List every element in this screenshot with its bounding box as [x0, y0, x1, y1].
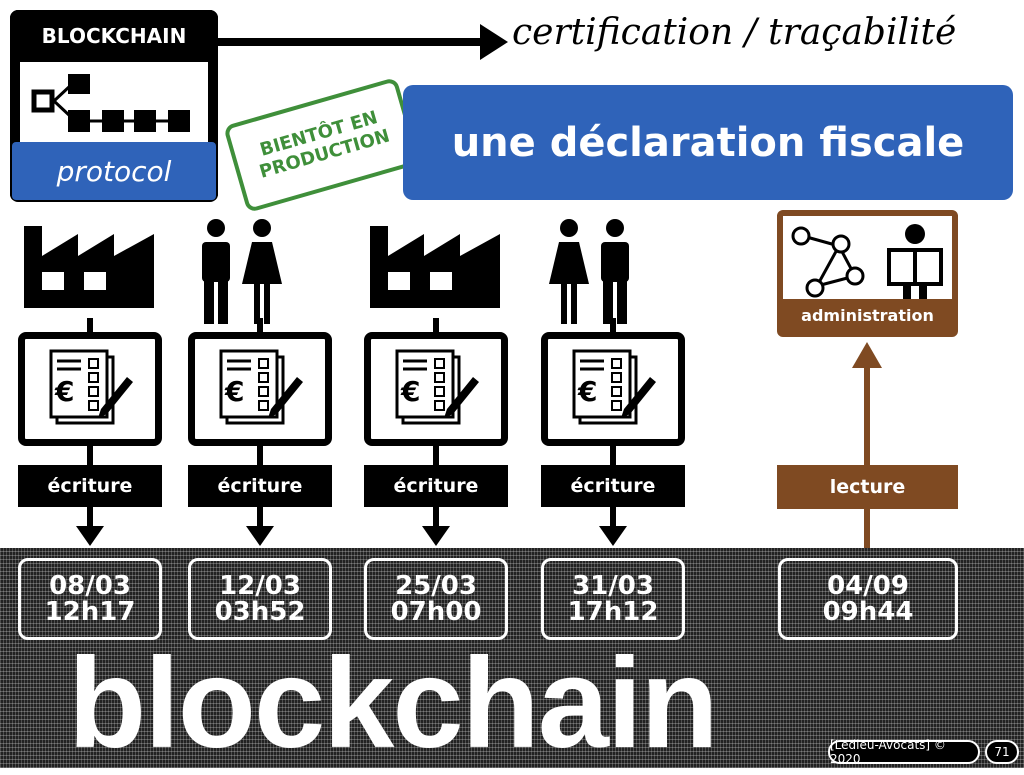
date-box: 08/03 12h17 — [18, 558, 162, 640]
date: 12/03 — [219, 571, 301, 601]
date-box: 31/03 17h12 — [541, 558, 685, 640]
connector — [257, 446, 263, 466]
date-box: 12/03 03h52 — [188, 558, 332, 640]
tax-form-euro-pen-icon: € — [219, 349, 303, 425]
footer-credit: [Ledieu-Avocats] © 2020 — [828, 738, 980, 766]
production-stamp: BIENTÔT EN PRODUCTION — [223, 76, 421, 214]
arrow-down-icon — [76, 526, 104, 546]
network-reader-icon — [791, 224, 943, 304]
time: 03h52 — [214, 597, 306, 627]
tax-form-box: € — [188, 332, 332, 446]
connector — [433, 318, 439, 338]
date: 08/03 — [49, 571, 131, 601]
svg-text:€: € — [224, 375, 244, 408]
blockchain-word: blockchain — [68, 632, 719, 775]
connector — [257, 507, 263, 527]
tax-form-euro-pen-icon: € — [572, 349, 656, 425]
ecriture-label: écriture — [541, 465, 685, 507]
arrow-down-icon — [246, 526, 274, 546]
administration-box: administration — [777, 210, 958, 337]
arrow-down-icon — [599, 526, 627, 546]
arrow-up-icon — [852, 342, 882, 368]
connector — [87, 507, 93, 527]
time: 17h12 — [567, 597, 659, 627]
connector — [87, 446, 93, 466]
page-number: 71 — [985, 740, 1019, 764]
arrowhead-icon — [480, 24, 508, 60]
tax-form-box: € — [18, 332, 162, 446]
time: 09h44 — [822, 597, 914, 627]
protocol-label: protocol — [12, 142, 216, 200]
ecriture-label: écriture — [18, 465, 162, 507]
connector — [87, 318, 93, 338]
man-woman-icon — [190, 218, 290, 330]
connector — [610, 318, 616, 338]
blockchain-label: BLOCKCHAIN — [10, 10, 218, 62]
date-box-reader: 04/09 09h44 — [778, 558, 958, 640]
date-box: 25/03 07h00 — [364, 558, 508, 640]
ecriture-label: écriture — [188, 465, 332, 507]
connector — [433, 507, 439, 527]
date: 31/03 — [572, 571, 654, 601]
blockchain-ledger — [0, 548, 1024, 768]
lecture-label: lecture — [777, 465, 958, 509]
ecriture-label: écriture — [364, 465, 508, 507]
tax-form-box: € — [541, 332, 685, 446]
factory-icon — [20, 218, 160, 312]
time: 12h17 — [44, 597, 136, 627]
connector — [433, 446, 439, 466]
factory-icon — [366, 218, 506, 312]
date: 04/09 — [827, 571, 909, 601]
time: 07h00 — [390, 597, 482, 627]
banner-title: une déclaration fiscale — [403, 85, 1013, 200]
arrow-right-icon — [218, 38, 488, 46]
connector — [610, 507, 616, 527]
headline: certification / traçabilité — [512, 12, 957, 53]
svg-text:€: € — [400, 375, 420, 408]
tax-form-euro-pen-icon: € — [49, 349, 133, 425]
svg-text:€: € — [54, 375, 74, 408]
connector — [257, 318, 263, 338]
tax-form-box: € — [364, 332, 508, 446]
woman-man-icon — [543, 218, 643, 330]
connector — [610, 446, 616, 466]
svg-text:€: € — [577, 375, 597, 408]
administration-label: administration — [783, 299, 952, 331]
read-stem — [864, 366, 870, 548]
arrow-down-icon — [422, 526, 450, 546]
date: 25/03 — [395, 571, 477, 601]
chain-blocks-icon — [31, 74, 190, 132]
tax-form-euro-pen-icon: € — [395, 349, 479, 425]
